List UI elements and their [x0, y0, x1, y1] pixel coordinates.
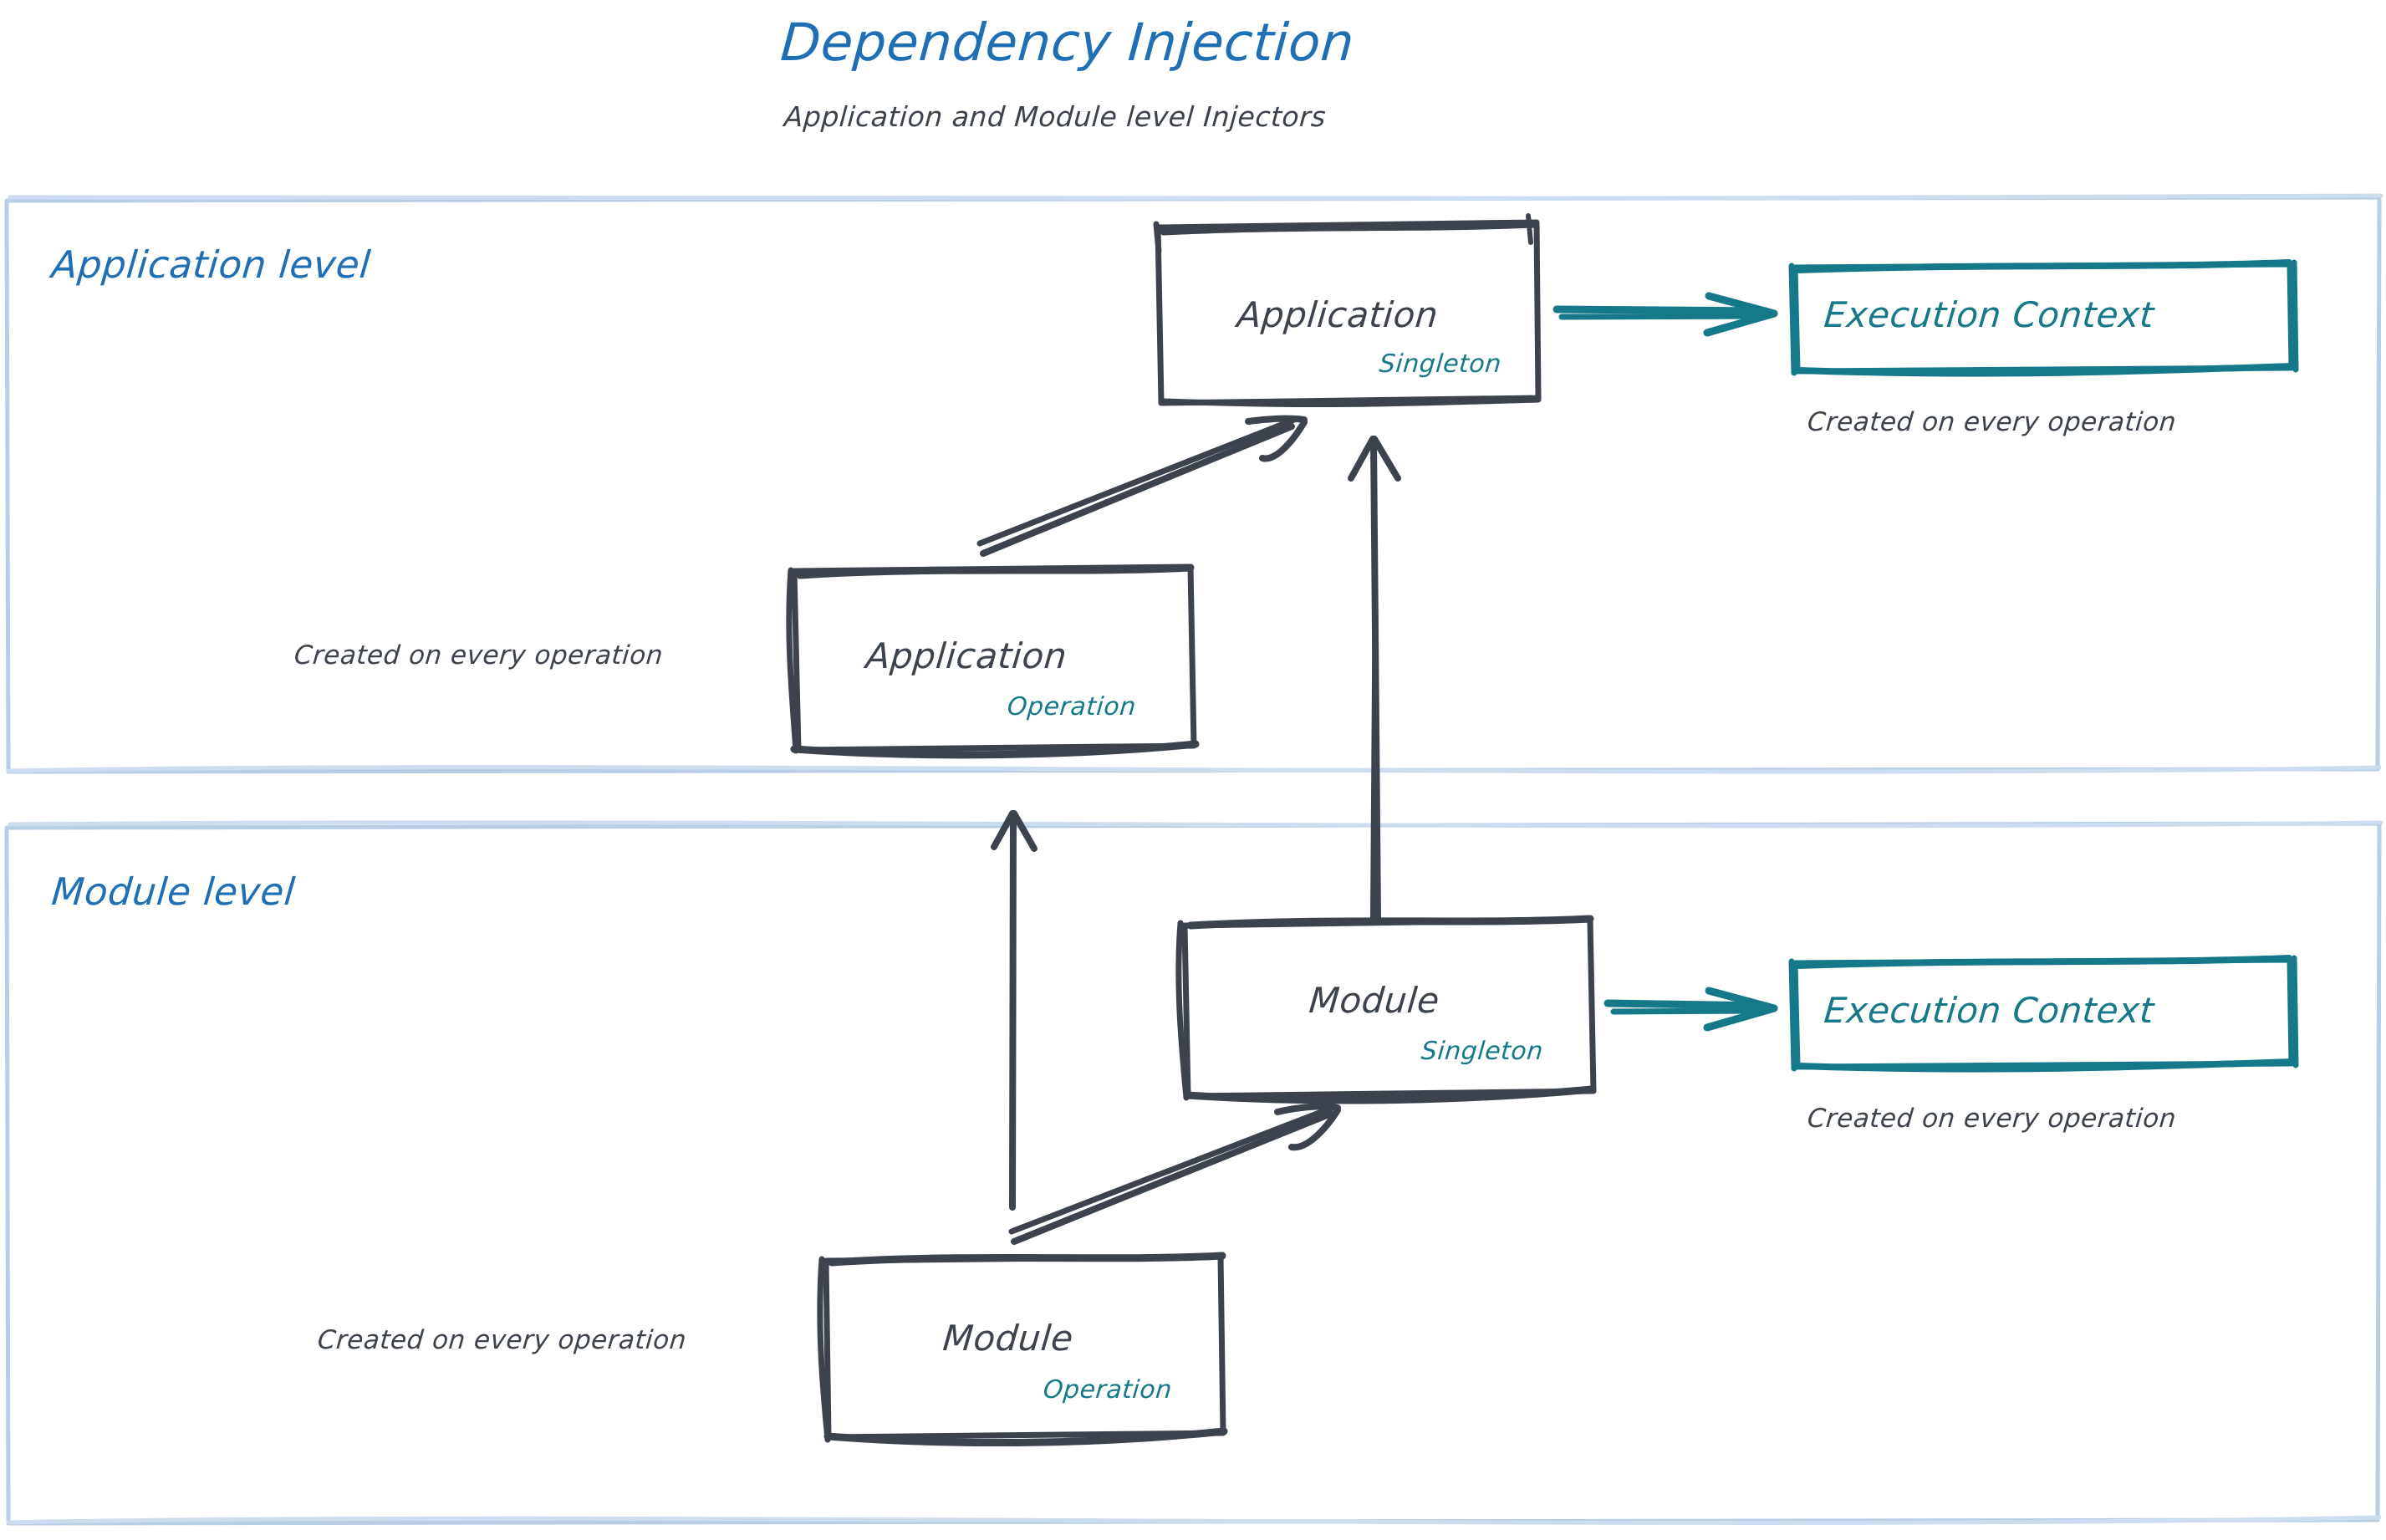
node-scope-module-operation: Operation [1042, 1375, 1174, 1405]
note-execution-context-module: Created on every operation [1806, 1104, 2178, 1134]
note-execution-context-application: Created on every operation [1806, 407, 2178, 437]
node-scope-application-singleton: Singleton [1378, 349, 1503, 379]
node-title-application-operation: Application [864, 635, 1069, 676]
node-scope-module-singleton: Singleton [1420, 1037, 1545, 1066]
node-module-operation-frame [817, 1252, 1228, 1447]
edge-module-singleton-to-application-singleton [1348, 436, 1401, 920]
node-title-execution-context-application: Execution Context [1822, 294, 2156, 335]
panel-label-application-level: Application level [49, 242, 373, 287]
page-subtitle: Application and Module level Injectors [783, 100, 1328, 133]
note-application-operation: Created on every operation [293, 640, 665, 671]
edge-module-singleton-to-execution-context [1603, 987, 1778, 1032]
page-title: Dependency Injection [778, 12, 1357, 73]
edge-module-operation-to-module-singleton [1008, 1103, 1341, 1245]
edge-module-operation-to-application-operation [991, 810, 1038, 1211]
node-application-operation-frame [786, 563, 1200, 759]
panel-module-level-frame [4, 820, 2383, 1526]
node-title-module-operation: Module [941, 1318, 1075, 1359]
node-scope-application-operation: Operation [1006, 692, 1138, 722]
node-execution-context-module-frame [1788, 955, 2299, 1073]
note-module-operation: Created on every operation [316, 1325, 688, 1355]
node-title-application-singleton: Application [1235, 294, 1440, 335]
node-execution-context-application-frame [1788, 259, 2299, 377]
edge-application-operation-to-application-singleton [976, 415, 1308, 557]
edge-application-singleton-to-execution-context [1552, 292, 1778, 337]
node-title-module-singleton: Module [1307, 980, 1441, 1021]
node-title-execution-context-module: Execution Context [1822, 990, 2156, 1031]
node-application-singleton-frame [1153, 213, 1542, 408]
node-module-singleton-frame [1175, 915, 1597, 1104]
panel-application-level-frame [4, 193, 2383, 774]
panel-label-module-level: Module level [49, 869, 298, 914]
